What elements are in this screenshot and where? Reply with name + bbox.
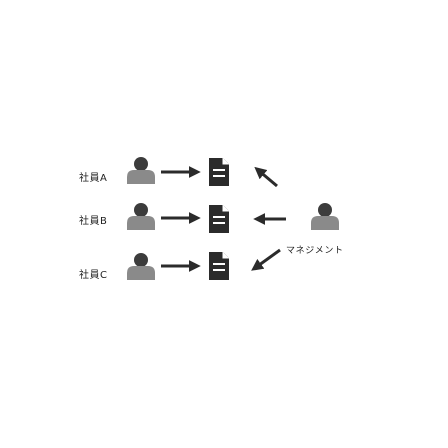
arrow-icon-c-feedback — [251, 248, 281, 271]
document-icon-a — [208, 157, 230, 187]
person-icon-manager — [311, 203, 339, 230]
employee-a-label: 社員A — [79, 173, 108, 184]
person-icon-employee-a — [127, 157, 155, 184]
employee-b-label: 社員B — [79, 216, 108, 227]
employee-c-label: 社員C — [79, 270, 108, 281]
person-icon-employee-b — [127, 203, 155, 230]
document-icon-b — [208, 204, 230, 234]
document-icon-c — [208, 251, 230, 281]
person-icon-employee-c — [127, 253, 155, 280]
arrow-icon-a-feedback — [254, 166, 278, 188]
manager-label: マネジメント — [286, 246, 344, 256]
